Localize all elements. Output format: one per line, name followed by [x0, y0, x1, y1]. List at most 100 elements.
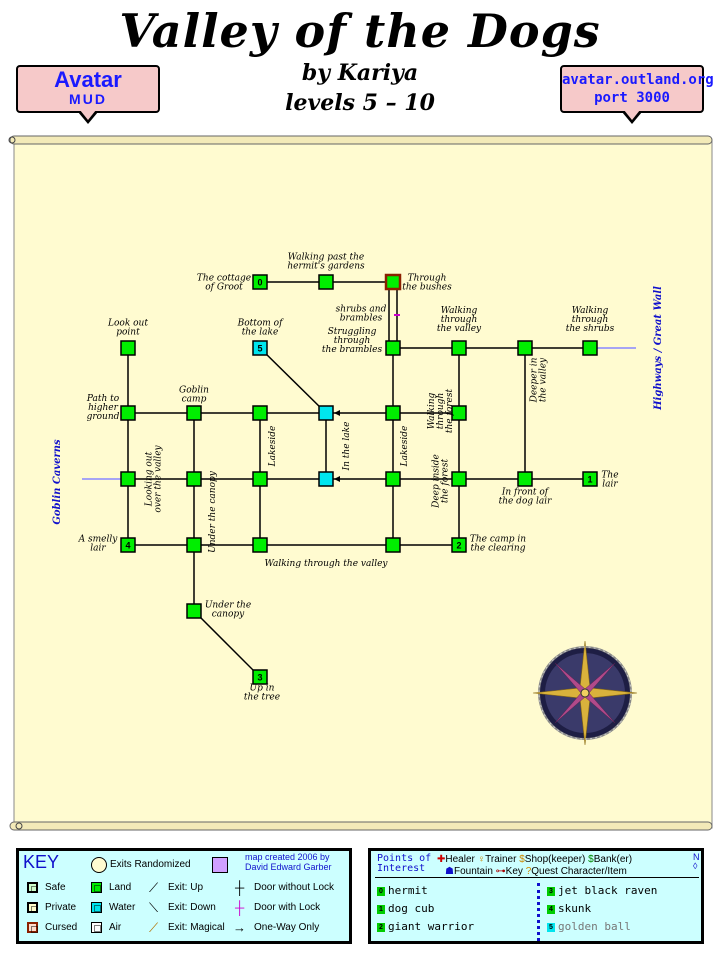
legend-trainer: Trainer: [485, 854, 517, 865]
map-room: [385, 537, 401, 553]
svg-text:1: 1: [587, 475, 592, 485]
randomized-exit-icon: [91, 857, 107, 873]
logo-line2: MUD: [69, 91, 107, 107]
room-walking-forest: [451, 405, 467, 421]
room-smelly-lair: 4: [120, 537, 136, 553]
room-under-canopy: [186, 603, 202, 619]
map-author: by Kariya: [301, 60, 419, 86]
svg-text:3: 3: [257, 673, 262, 683]
room-in-lake: [318, 471, 334, 487]
map-exits: [82, 281, 636, 678]
room-lookingout: [120, 471, 136, 487]
room-lookout: [120, 340, 136, 356]
legend-quest: Quest Character/Item: [531, 866, 627, 877]
room-walking-valley-top: [451, 340, 467, 356]
room-label-lookingout: Looking outover the valley: [145, 444, 164, 512]
legend-fountain: Fountain: [453, 866, 493, 877]
poi-legend-row2: ☗Fountain ⊶Key ?Quest Character/Item: [445, 866, 627, 877]
svg-text:4: 4: [125, 541, 130, 551]
legend-shop: Shop(keeper): [524, 854, 586, 865]
room-dog-lair-front: [517, 471, 533, 487]
key-title: KEY: [23, 852, 60, 872]
room-label-walking-forest: Walkingthroughthe forest: [427, 389, 455, 434]
key-credit-line2: David Edward Garber: [245, 862, 332, 872]
private-swatch: [27, 902, 38, 913]
map-room: [385, 471, 401, 487]
svg-text:2: 2: [456, 541, 461, 551]
server-address-badge: avatar.outland.org port 3000: [560, 65, 714, 124]
safe-swatch: [27, 882, 38, 893]
svg-text:5: 5: [257, 344, 262, 354]
svg-text:0: 0: [257, 278, 262, 288]
map-key-panel: KEY Exits Randomized map created 2006 by…: [16, 848, 352, 944]
room-up-tree: 3: [252, 669, 268, 685]
key-water: Water: [109, 902, 136, 913]
server-url: avatar.outland.org: [562, 72, 714, 88]
room-label-in-lake: In the lake: [342, 422, 352, 472]
exit-up-icon: ⟋: [149, 880, 159, 895]
north-icon: N◊: [693, 852, 700, 871]
key-door-no-lock: Door without Lock: [254, 882, 335, 893]
west-exit-label: Goblin Caverns: [52, 439, 63, 525]
map-room: [252, 471, 268, 487]
room-label-deep-inside: Deep insidethe forest: [432, 454, 451, 509]
map-levels: levels 5 – 10: [285, 90, 435, 116]
legend-key: Key: [505, 866, 523, 877]
room-grid: 0 5 1 4 2 3: [120, 273, 598, 685]
room-walking-past: [318, 274, 334, 290]
legend-bank: Bank(er): [593, 854, 633, 865]
key-exit-down: Exit: Down: [168, 902, 216, 913]
key-cursed: Cursed: [45, 922, 78, 933]
door-no-lock-icon: ┼: [235, 880, 245, 895]
room-the-lair: 1: [582, 471, 598, 487]
room-bottom-lake: 5: [252, 340, 268, 356]
key-credit-line1: map created 2006 by: [245, 852, 330, 862]
key-randomized: Exits Randomized: [110, 859, 191, 870]
room-label-lakeside-w: Lakeside: [268, 426, 278, 468]
room-label-walking-valley-bottom: Walking through the valley: [264, 559, 388, 569]
key-safe: Safe: [45, 882, 66, 893]
key-land: Land: [109, 882, 132, 893]
east-exit-label: Highways / Great Wall: [653, 286, 664, 411]
room-in-lake-n: [318, 405, 334, 421]
map-room: [186, 537, 202, 553]
key-exit-magical: Exit: Magical: [168, 922, 225, 933]
room-camp-clearing: 2: [451, 537, 467, 553]
room-walking-shrubs: [582, 340, 598, 356]
air-swatch: [91, 922, 102, 933]
room-lakeside-w: [252, 405, 268, 421]
water-swatch: [91, 902, 102, 913]
points-of-interest-panel: Points of Interest ✚Healer ♀Trainer $Sho…: [368, 848, 704, 944]
room-deep-inside: [451, 471, 467, 487]
server-port: port 3000: [594, 90, 670, 106]
key-private: Private: [45, 902, 77, 913]
room-label-under-canopy-v: Under the canopy: [208, 470, 218, 553]
poi-title: Points of Interest: [377, 853, 432, 874]
key-door-lock: Door with Lock: [254, 902, 321, 913]
poi-legend-row1: ✚Healer ♀Trainer $Shop(keeper) $Bank(er): [437, 854, 633, 865]
exit-magical-icon: ⟋: [149, 920, 159, 935]
door-lock-icon: ┼: [235, 900, 245, 915]
room-label-deeper: Deeper inthe valley: [530, 357, 549, 403]
room-cottage: 0: [252, 274, 268, 290]
